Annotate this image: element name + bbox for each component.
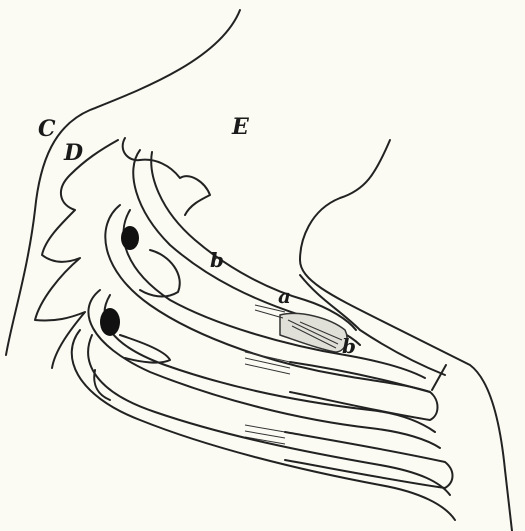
label-a: a	[278, 286, 291, 306]
rib-2-costal-cartilage	[290, 362, 438, 420]
vertebra-process-3	[120, 335, 170, 363]
rib-3-outer	[88, 290, 440, 448]
rib-2-outer	[105, 205, 430, 392]
label-E: E	[232, 116, 249, 138]
joint-node-upper	[121, 226, 139, 250]
label-D: D	[64, 142, 83, 164]
vertebra-process-2	[140, 250, 180, 296]
rib-1-inner	[151, 152, 356, 330]
rib-2-inner	[123, 210, 425, 378]
rib-3-hatching	[245, 425, 285, 444]
label-C: C	[38, 118, 56, 140]
label-b-lower: b	[342, 336, 356, 356]
label-b-upper: b	[210, 250, 224, 270]
angle-line	[432, 365, 446, 390]
vertebra-process-1	[123, 138, 210, 215]
joint-node-lower	[100, 308, 120, 336]
